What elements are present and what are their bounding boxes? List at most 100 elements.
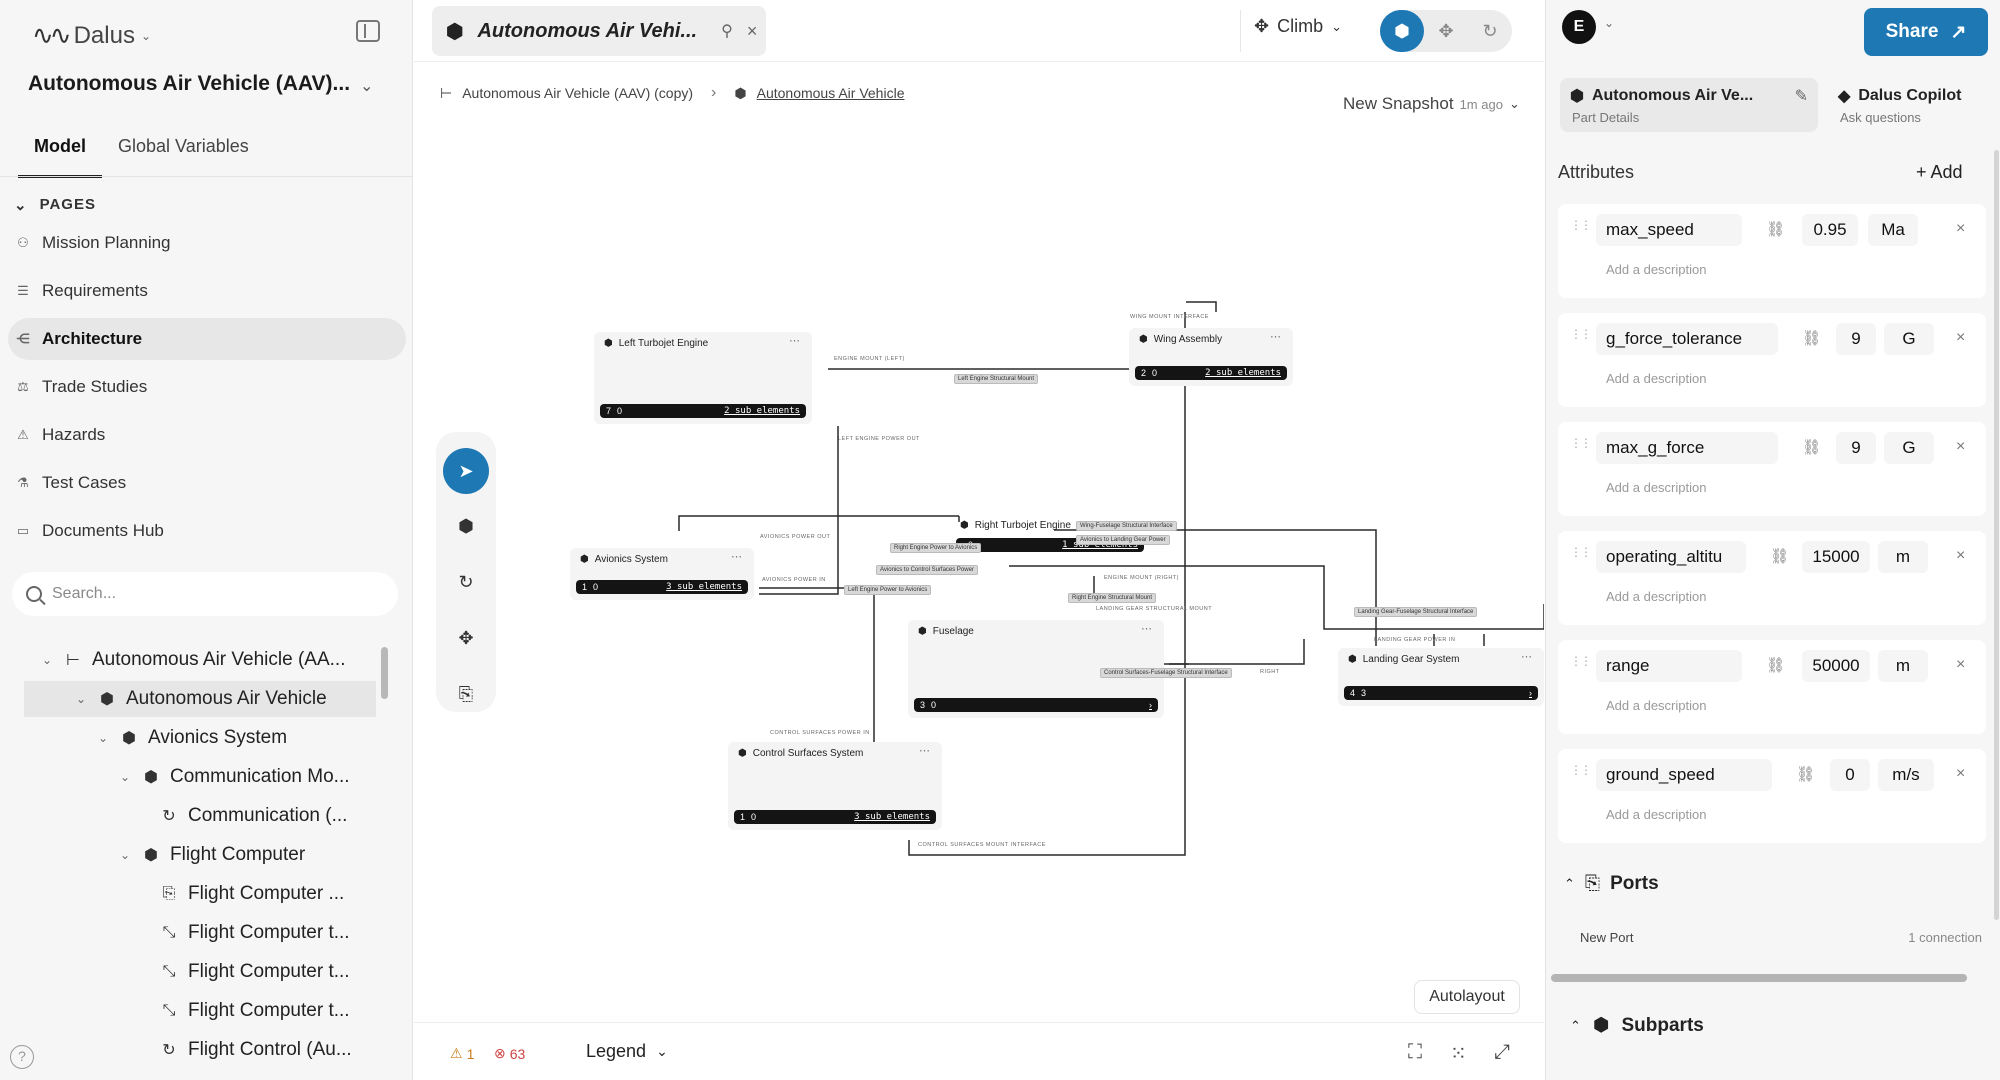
tree-item[interactable]: ⎘ Flight Computer ... (160, 876, 345, 912)
add-function-icon[interactable]: ↻ (458, 571, 474, 592)
remove-icon[interactable]: × (1956, 438, 1966, 455)
edge-label[interactable]: Control Surfaces-Fuselage Structural Int… (1100, 668, 1232, 678)
tab-global-variables[interactable]: Global Variables (118, 136, 249, 156)
link-icon[interactable]: ⛓ (1766, 221, 1786, 238)
chevron-down-icon[interactable]: ⌄ (1604, 16, 1615, 30)
expand-icon[interactable]: ⤢ (1494, 1041, 1510, 1063)
link-icon[interactable]: ⛓ (1770, 548, 1790, 565)
autolayout-button[interactable]: Autolayout (1414, 980, 1520, 1014)
tree-item[interactable]: ⌄ ⬢ Avionics System (96, 720, 287, 756)
attribute-name-field[interactable]: g_force_tolerance (1596, 323, 1778, 355)
tree-item[interactable]: ⌄ ⊢ Autonomous Air Vehicle (AA... (40, 642, 346, 678)
attribute-name-field[interactable]: ground_speed (1596, 759, 1772, 791)
tab-dalus-copilot[interactable]: ◆Dalus Copilot Ask questions (1828, 78, 1988, 132)
sidebar-item-trade-studies[interactable]: ⚖ Trade Studies (8, 366, 406, 408)
ports-header[interactable]: ⌃ ⎘ Ports (1564, 873, 1659, 895)
document-tab[interactable]: ⬢ Autonomous Air Vehi... ⚲ × (432, 6, 766, 56)
sidebar-item-test-cases[interactable]: ⚗ Test Cases (8, 462, 406, 504)
attribute-unit-field[interactable]: m (1878, 541, 1928, 573)
chevron-down-icon[interactable]: ⌄ (97, 731, 109, 745)
sub-elements-link[interactable]: 1 sub elements (1062, 540, 1138, 550)
attribute-name-field[interactable]: max_g_force (1596, 432, 1778, 464)
sidebar-item-architecture[interactable]: ⋲ Architecture (8, 318, 406, 360)
sidebar-item-documents-hub[interactable]: ▭ Documents Hub (8, 510, 406, 552)
more-icon[interactable]: ⋯ (919, 745, 930, 757)
remove-icon[interactable]: × (1956, 547, 1966, 564)
add-interface-icon[interactable]: ✥ (458, 627, 474, 648)
attribute-value-field[interactable]: 9 (1836, 432, 1876, 464)
legend-dropdown[interactable]: Legend ⌄ (586, 1041, 668, 1062)
pointer-tool-icon[interactable]: ➤ (443, 448, 489, 494)
tree-scrollbar[interactable] (381, 647, 388, 699)
sub-elements-link[interactable]: 3 sub elements (666, 582, 742, 592)
attribute-description[interactable]: Add a description (1606, 480, 1707, 495)
add-port-icon[interactable]: ⎘ (458, 683, 474, 704)
tree-item[interactable]: ↻ Communication (... (160, 798, 347, 834)
attribute-value-field[interactable]: 0.95 (1802, 214, 1858, 246)
remove-icon[interactable]: × (1956, 220, 1966, 237)
tree-item[interactable]: ⤡ Flight Computer t... (160, 915, 350, 951)
subparts-header[interactable]: ⌃ ⬢ Subparts (1570, 1014, 1704, 1037)
chevron-down-icon[interactable]: ⌄ (119, 848, 131, 862)
attribute-description[interactable]: Add a description (1606, 807, 1707, 822)
cube-view-icon[interactable]: ⬢ (1380, 10, 1424, 52)
grid-icon[interactable]: ⁙ (1450, 1043, 1467, 1065)
sidebar-item-mission-planning[interactable]: ⚇ Mission Planning (8, 222, 406, 264)
drag-handle-icon[interactable]: ⋮⋮ (1570, 654, 1592, 668)
remove-icon[interactable]: × (1956, 765, 1966, 782)
tree-item[interactable]: ⌄ ⬢ Flight Computer (118, 837, 305, 873)
avatar[interactable]: E (1562, 10, 1596, 44)
vertical-scrollbar[interactable] (1994, 150, 1999, 920)
sidebar-item-requirements[interactable]: ☰ Requirements (8, 270, 406, 312)
more-icon[interactable]: ⋯ (789, 335, 800, 347)
refresh-view-icon[interactable]: ↻ (1482, 20, 1498, 41)
attribute-description[interactable]: Add a description (1606, 698, 1707, 713)
drag-handle-icon[interactable]: ⋮⋮ (1570, 436, 1592, 450)
edge-label[interactable]: Right Engine Power to Avionics (890, 543, 982, 553)
search-input[interactable]: Search... (12, 572, 398, 616)
chevron-down-icon[interactable]: ⌄ (75, 692, 87, 706)
snapshot-dropdown[interactable]: New Snapshot 1m ago ⌄ (1343, 94, 1520, 114)
pin-icon[interactable]: ⚲ (721, 23, 733, 40)
edge-label[interactable]: Right Engine Structural Mount (1068, 593, 1157, 603)
chevron-down-icon[interactable]: ⌄ (360, 78, 374, 95)
remove-icon[interactable]: × (1956, 656, 1966, 673)
attribute-unit-field[interactable]: Ma (1868, 214, 1918, 246)
warnings-indicator[interactable]: ⚠ 1 (450, 1045, 474, 1062)
attribute-unit-field[interactable]: m (1878, 650, 1928, 682)
share-button[interactable]: Share ↗ (1864, 8, 1988, 56)
open-icon[interactable]: › (1149, 700, 1152, 710)
sub-elements-link[interactable]: 2 sub elements (1205, 368, 1281, 378)
tab-model[interactable]: Model (18, 130, 102, 178)
mode-dropdown[interactable]: ✥ Climb ⌄ (1254, 16, 1342, 37)
attribute-value-field[interactable]: 0 (1830, 759, 1870, 791)
tree-item[interactable]: ↻ Flight Control (Au... (160, 1032, 351, 1068)
drag-handle-icon[interactable]: ⋮⋮ (1570, 218, 1592, 232)
more-icon[interactable]: ⋯ (1521, 651, 1532, 663)
edge-label[interactable]: Avionics to Control Surfaces Power (876, 565, 978, 575)
attribute-description[interactable]: Add a description (1606, 371, 1707, 386)
edit-icon[interactable]: ✎ (1794, 88, 1808, 105)
attribute-description[interactable]: Add a description (1606, 262, 1707, 277)
fit-view-icon[interactable]: ⛶ (1408, 1041, 1422, 1063)
attribute-value-field[interactable]: 15000 (1802, 541, 1870, 573)
open-icon[interactable]: › (1529, 688, 1532, 698)
link-icon[interactable]: ⛓ (1796, 766, 1816, 783)
add-attribute-button[interactable]: + Add (1916, 162, 1963, 183)
attribute-unit-field[interactable]: G (1884, 323, 1934, 355)
edge-label[interactable]: Wing-Fuselage Structural Interface (1076, 521, 1177, 531)
more-icon[interactable]: ⋯ (1270, 331, 1281, 343)
sidebar-toggle-icon[interactable] (356, 20, 380, 42)
attribute-name-field[interactable]: range (1596, 650, 1742, 682)
tree-item[interactable]: ⌄ ⬢ Communication Mo... (118, 759, 350, 795)
breadcrumb-root[interactable]: Autonomous Air Vehicle (AAV) (copy) (462, 85, 694, 101)
more-icon[interactable]: ⋯ (1141, 623, 1152, 635)
chevron-down-icon[interactable]: ⌄ (119, 770, 131, 784)
sub-elements-link[interactable]: 3 sub elements (854, 812, 930, 822)
attribute-description[interactable]: Add a description (1606, 589, 1707, 604)
remove-icon[interactable]: × (1956, 329, 1966, 346)
